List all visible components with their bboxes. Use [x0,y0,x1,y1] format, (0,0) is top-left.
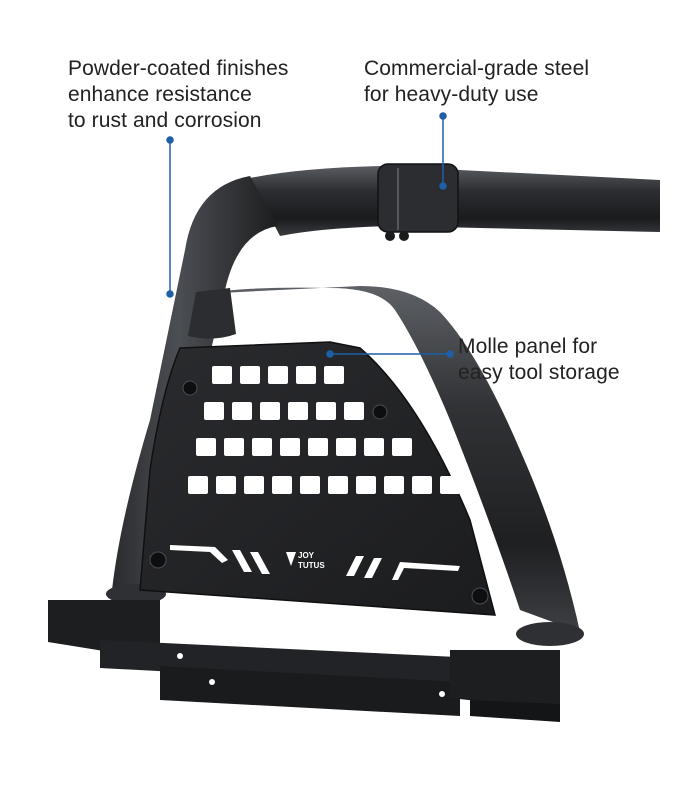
coupler-bolt [385,231,395,241]
bracket-bolt [177,653,183,659]
callout-powder-coated: Powder-coated finishes enhance resistanc… [68,57,289,132]
logo-line-2: TUTUS [298,561,325,570]
panel-bolts [149,380,489,605]
leader-finish-dot-top [166,136,174,144]
molle-grid [188,366,460,494]
bracket-bolt [439,691,445,697]
leader-finish-dot-end [166,290,174,298]
leader-molle-dot-left [326,350,334,358]
molle-panel: JOY TUTUS [139,341,496,616]
callout-molle-panel: Molle panel for easy tool storage [458,335,620,384]
callout-leaders [166,112,454,358]
top-crossbar [250,163,660,241]
bracket-bolt [209,679,215,685]
panel-decor-stripes [170,545,460,580]
leader-steel-dot-top [439,112,447,120]
logo-line-1: JOY [298,551,315,560]
coupler-bolt [399,231,409,241]
bar-coupler [377,163,459,233]
leader-steel-dot-end [439,182,447,190]
front-hoop-tube [188,286,584,646]
joy-tutus-logo: JOY TUTUS [286,551,325,570]
callout-commercial-steel: Commercial-grade steel for heavy-duty us… [364,57,590,106]
base-bracket [48,600,560,722]
leader-molle-dot-right [446,350,454,358]
